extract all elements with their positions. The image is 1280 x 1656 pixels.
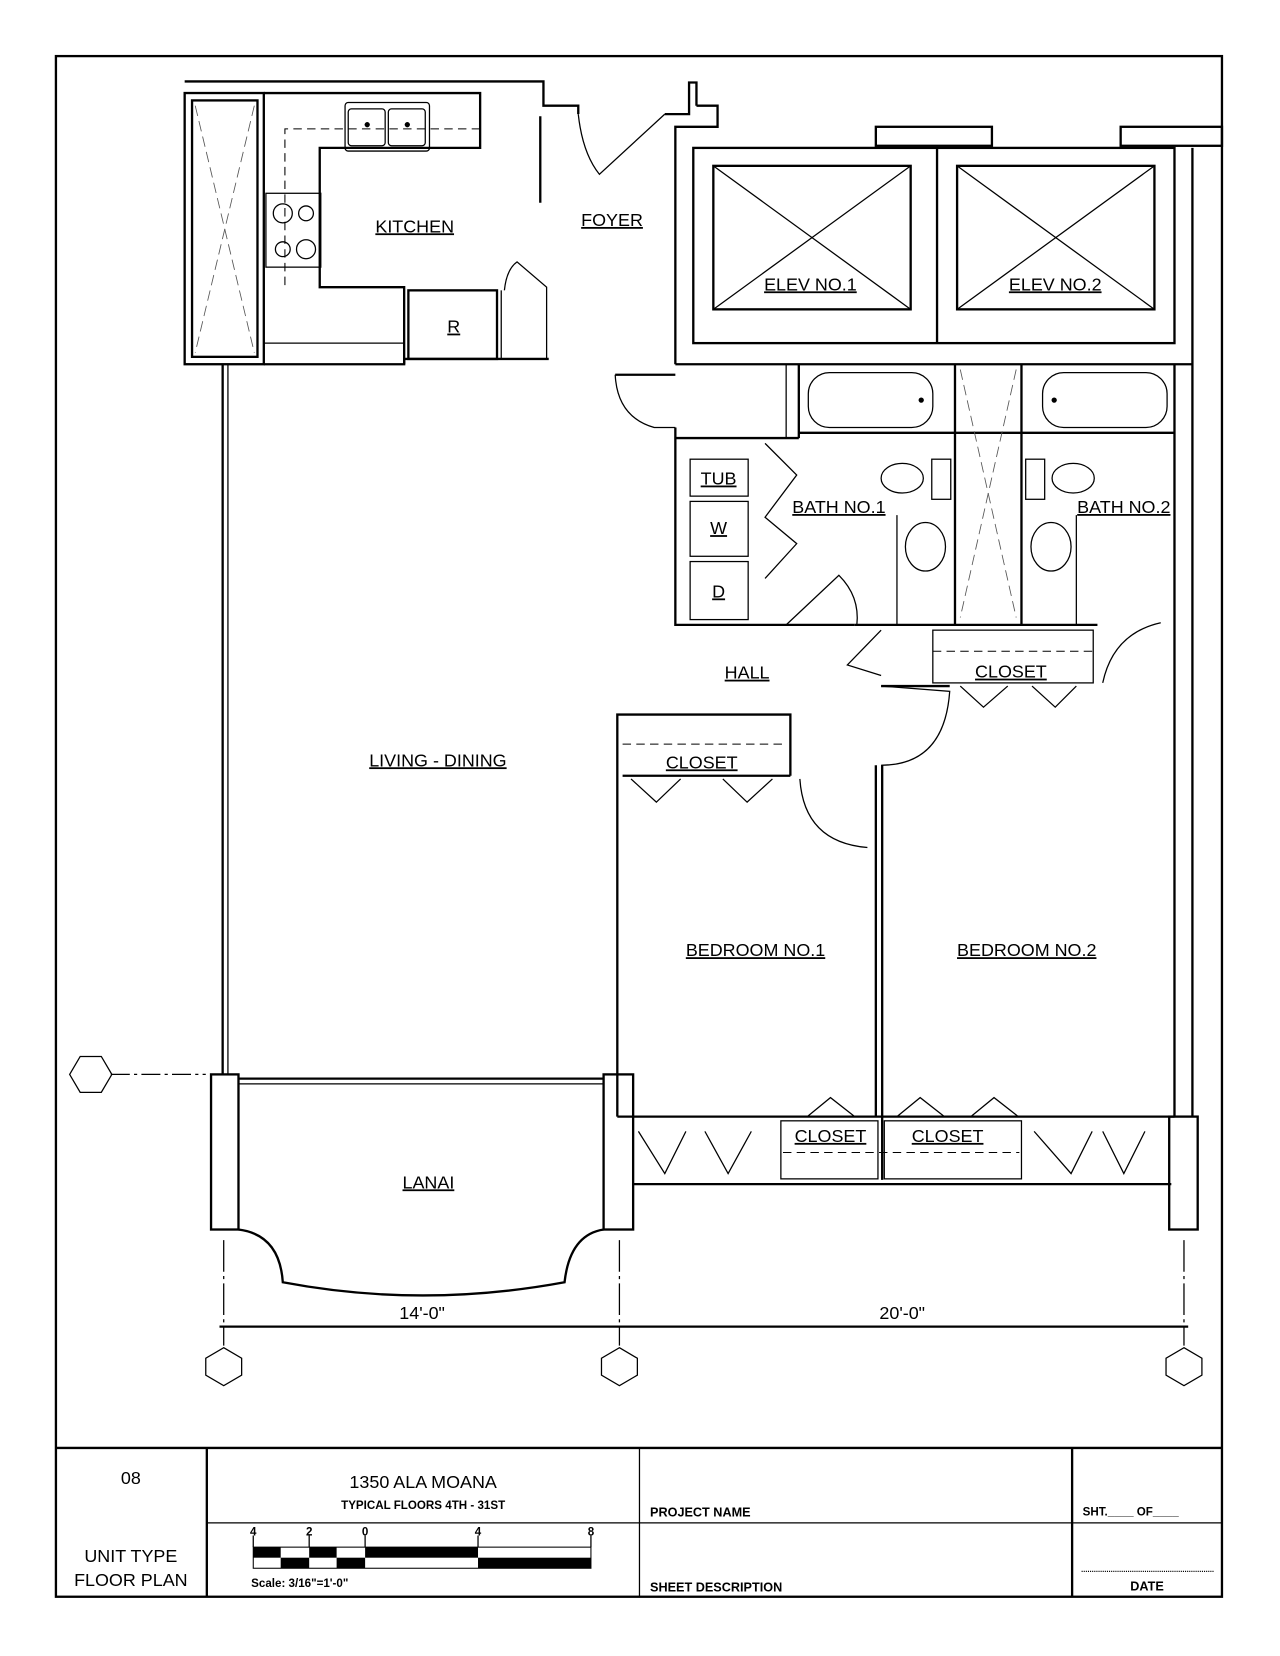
sheet-description-label: SHEET DESCRIPTION (650, 1580, 782, 1594)
sink-icon (344, 101, 431, 152)
column (209, 1073, 240, 1231)
label-kitchen: KITCHEN (375, 216, 454, 236)
project-subtitle: TYPICAL FLOORS 4TH - 31ST (341, 1499, 505, 1512)
label-elevator-1: ELEV NO.1 (764, 274, 857, 294)
label-foyer: FOYER (581, 210, 643, 230)
lanai-area (68, 1055, 1199, 1297)
label-closet-b2: CLOSET (912, 1126, 984, 1146)
column (1168, 1115, 1199, 1231)
refrigerator (407, 289, 499, 361)
sink-bath-1-icon (904, 521, 947, 572)
column (602, 1073, 635, 1231)
label-elevator-2: ELEV NO.2 (1009, 274, 1102, 294)
sheet-number-label: SHT.____ OF____ (1083, 1505, 1180, 1518)
label-closet-bed1: CLOSET (666, 752, 738, 772)
scale-tick: 0 (362, 1526, 368, 1539)
dimension-left: 14'-0" (399, 1303, 445, 1323)
label-dryer: D (712, 581, 725, 601)
unit-number: 08 (121, 1468, 141, 1488)
title-block (55, 1446, 1222, 1597)
scale-bar (252, 1535, 592, 1569)
elevator-2-shaft (955, 164, 1156, 311)
stove-icon (265, 192, 322, 268)
label-lanai: LANAI (403, 1172, 455, 1192)
date-label: DATE (1130, 1579, 1164, 1593)
elevator-core (674, 104, 1224, 1117)
dimension-line (205, 1240, 1203, 1387)
sink-bath-2-icon (1030, 521, 1072, 572)
label-living-dining: LIVING - DINING (369, 750, 506, 770)
project-name-label: PROJECT NAME (650, 1506, 751, 1520)
grid-marker (205, 1346, 243, 1387)
scale-tick: 2 (306, 1526, 312, 1539)
project-title: 1350 ALA MOANA (349, 1472, 496, 1492)
unit-type-line2: FLOOR PLAN (74, 1570, 188, 1590)
bedrooms (616, 713, 1175, 1186)
scale-label: Scale: 3/16"=1'-0" (251, 1577, 348, 1590)
entry-door (577, 113, 666, 176)
label-refrigerator: R (447, 317, 460, 337)
grid-marker (68, 1055, 113, 1093)
toilet-1-icon (880, 462, 924, 494)
label-bath-2: BATH NO.2 (1077, 497, 1170, 517)
dimension-right: 20'-0" (879, 1303, 925, 1323)
grid-marker (600, 1346, 638, 1387)
toilet-2-icon (1051, 462, 1095, 494)
kitchen-area (183, 80, 698, 1075)
scale-tick: 4 (475, 1526, 482, 1539)
scale-tick: 4 (250, 1526, 257, 1539)
label-hall: HALL (725, 663, 770, 683)
scale-tick: 8 (588, 1526, 595, 1539)
bath-laundry-area (614, 363, 1193, 766)
label-bedroom-1: BEDROOM NO.1 (686, 940, 825, 960)
label-tub: TUB (701, 469, 737, 489)
unit-type-line1: UNIT TYPE (84, 1546, 177, 1566)
bathtub-1-icon (807, 372, 934, 429)
label-closet-b1: CLOSET (795, 1126, 867, 1146)
bathtub-2-icon (1041, 372, 1168, 429)
elevator-1-shaft (712, 164, 912, 311)
label-bedroom-2: BEDROOM NO.2 (957, 940, 1096, 960)
label-closet-hall: CLOSET (975, 662, 1047, 682)
label-bath-1: BATH NO.1 (792, 497, 885, 517)
grid-marker (1165, 1346, 1203, 1387)
label-washer: W (710, 518, 727, 538)
